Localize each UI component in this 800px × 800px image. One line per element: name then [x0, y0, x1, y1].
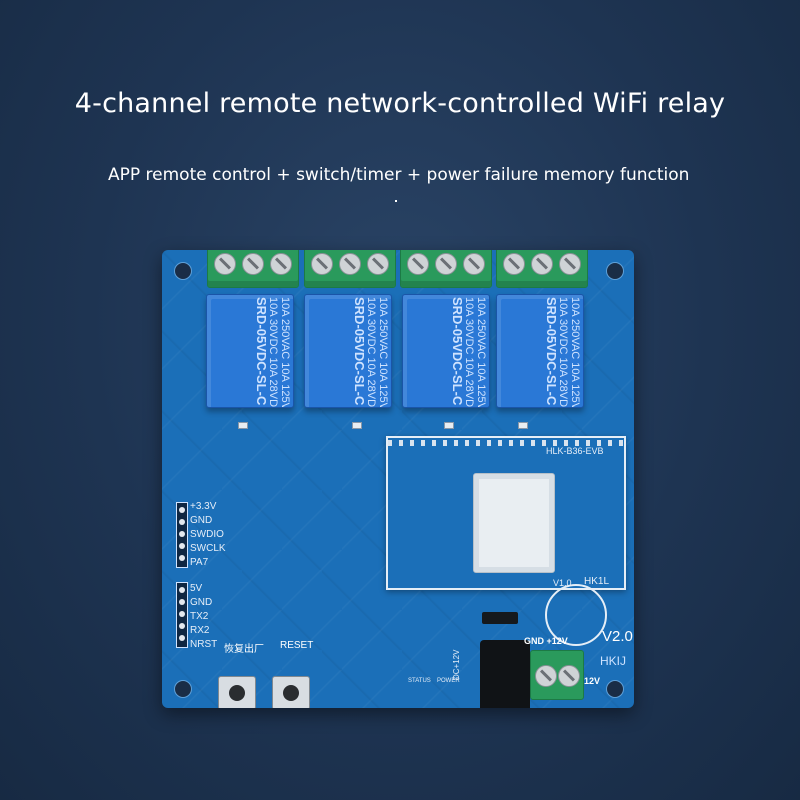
screw — [531, 253, 553, 275]
restore-button — [218, 676, 256, 708]
screw-terminal-2 — [304, 250, 396, 288]
relay-led — [518, 422, 528, 429]
screw — [407, 253, 429, 275]
pin-label: SWDIO — [190, 529, 224, 540]
relay-rating-1: 10A 250VAC 10A 125VAC — [377, 297, 389, 408]
relay-1: 10A 250VAC 10A 125VAC 10A 30VDC 10A 28VD… — [206, 294, 294, 408]
mount-hole — [174, 262, 192, 280]
status-label: STATUS — [408, 678, 431, 684]
screw — [463, 253, 485, 275]
relay-rating-1: 10A 250VAC 10A 125VAC — [569, 297, 581, 408]
screw — [311, 253, 333, 275]
screw-terminal-3 — [400, 250, 492, 288]
screw — [242, 253, 264, 275]
board-brand: HKIJ — [600, 654, 627, 668]
relay-3: 10A 250VAC 10A 125VAC 10A 30VDC 10A 28VD… — [402, 294, 490, 408]
screw-terminal-1 — [207, 250, 299, 288]
pin-label: 5V — [190, 583, 203, 594]
dc-power-jack — [480, 640, 530, 708]
mount-hole — [606, 262, 624, 280]
screw — [270, 253, 292, 275]
relay-led — [238, 422, 248, 429]
screw — [559, 253, 581, 275]
wifi-module: HLK-B36-EVB V1.0 HK1L — [386, 436, 626, 590]
screw — [339, 253, 361, 275]
relay-model: SRD-05VDC-SL-C — [544, 297, 559, 406]
screw — [367, 253, 389, 275]
module-version: V1.0 — [553, 578, 572, 588]
power-side-label: 12V — [584, 676, 601, 686]
reset-label: RESET — [280, 640, 314, 651]
decorative-dot — [395, 200, 397, 202]
relay-2: 10A 250VAC 10A 125VAC 10A 30VDC 10A 28VD… — [304, 294, 392, 408]
relay-led — [352, 422, 362, 429]
diode — [482, 612, 518, 624]
screw — [503, 253, 525, 275]
power-terminal — [530, 650, 584, 700]
headline: 4-channel remote network-controlled WiFi… — [74, 88, 726, 119]
relay-rating-1: 10A 250VAC 10A 125VAC — [279, 297, 291, 408]
relay-model: SRD-05VDC-SL-C — [450, 297, 465, 406]
screw-terminal-4 — [496, 250, 588, 288]
reset-button — [272, 676, 310, 708]
pin-label: PA7 — [190, 557, 209, 568]
screw — [214, 253, 236, 275]
pin-label: NRST — [190, 639, 218, 650]
relay-4: 10A 250VAC 10A 125VAC 10A 30VDC 10A 28VD… — [496, 294, 584, 408]
subheadline: APP remote control + switch/timer + powe… — [108, 165, 690, 185]
restore-label: 恢复出厂 — [224, 644, 264, 655]
power-label: POWER — [437, 678, 460, 684]
uart-header — [176, 582, 188, 648]
relay-rating-1: 10A 250VAC 10A 125VAC — [475, 297, 487, 408]
mount-hole — [174, 680, 192, 698]
relay-model: SRD-05VDC-SL-C — [352, 297, 367, 406]
module-mark: HK1L — [584, 576, 610, 587]
relay-model: SRD-05VDC-SL-C — [254, 297, 269, 406]
pin-label: RX2 — [190, 625, 210, 636]
screw — [435, 253, 457, 275]
relay-led — [444, 422, 454, 429]
module-pins — [388, 440, 624, 446]
pin-label: +3.3V — [190, 501, 217, 512]
pin-label: TX2 — [190, 611, 209, 622]
pin-label: SWCLK — [190, 543, 226, 554]
capacitor-outline — [545, 584, 607, 646]
board-version: V2.0 — [602, 628, 633, 645]
power-terminal-label: GND +12V — [524, 636, 568, 646]
pin-label: GND — [190, 515, 213, 526]
wifi-chip — [473, 473, 555, 573]
relay-board: 10A 250VAC 10A 125VAC 10A 30VDC 10A 28VD… — [162, 250, 634, 708]
screw — [535, 665, 557, 687]
dc-label: DC+12V — [452, 649, 461, 680]
pin-label: GND — [190, 597, 213, 608]
screw — [558, 665, 580, 687]
debug-header — [176, 502, 188, 568]
module-name: HLK-B36-EVB — [546, 446, 604, 456]
mount-hole — [606, 680, 624, 698]
